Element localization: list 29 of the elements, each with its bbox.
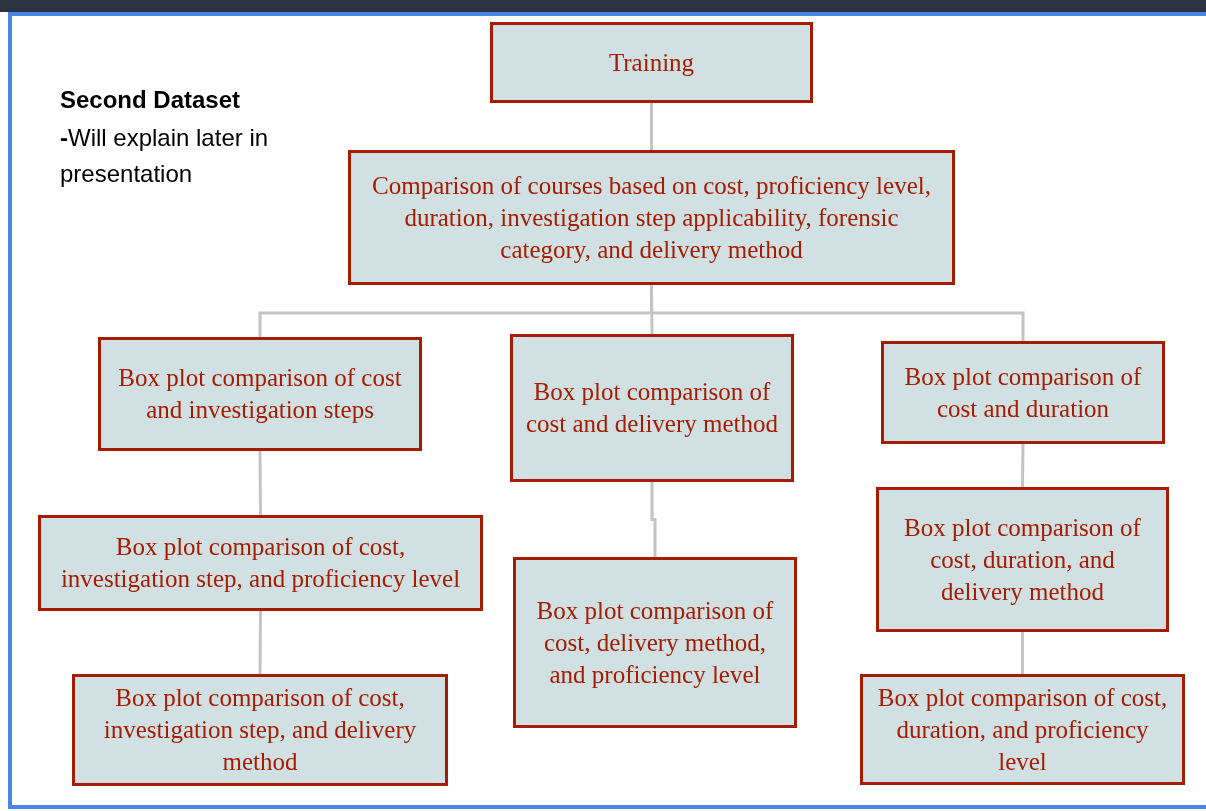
box-text: Box plot comparison of cost, duration, and proficiency level <box>876 682 1169 777</box>
box-text: Comparison of courses based on cost, proficiency level, duration, investigation step applicability, forensic category, and delivery method <box>371 170 932 265</box>
process-box <box>881 341 1165 444</box>
box-text: Training <box>608 47 695 78</box>
process-box <box>98 337 422 451</box>
process-box <box>490 22 813 103</box>
connector-line <box>1021 444 1025 487</box>
box-text: Box plot comparison of cost and delivery method <box>525 377 779 439</box>
box-text: Box plot comparison of cost, investigation step, and proficiency level <box>59 532 462 594</box>
box-text: Box plot comparison of cost, investigation step, and delivery method <box>102 683 418 777</box>
connector-line <box>650 103 653 150</box>
process-box <box>72 674 448 786</box>
connector-line <box>258 611 262 674</box>
heading-text: Second Dataset <box>60 85 242 115</box>
box-text: Box plot comparison of cost and investigation steps <box>117 363 403 425</box>
box-text: Box plot comparison of cost, duration, and delivery method <box>903 512 1142 607</box>
process-box <box>38 515 483 611</box>
connector-line <box>1021 632 1024 674</box>
connector-line <box>258 451 262 515</box>
note-text: -Will explain later in presentation <box>60 123 270 189</box>
connector-line <box>650 285 1025 341</box>
process-box <box>510 334 794 482</box>
process-box <box>348 150 955 285</box>
connector-line <box>650 482 657 557</box>
box-text: Box plot comparison of cost, delivery method, and proficiency level <box>535 595 775 690</box>
box-text: Box plot comparison of cost and duration <box>903 361 1143 424</box>
process-box <box>860 674 1185 785</box>
process-box <box>513 557 797 728</box>
process-box <box>876 487 1169 632</box>
